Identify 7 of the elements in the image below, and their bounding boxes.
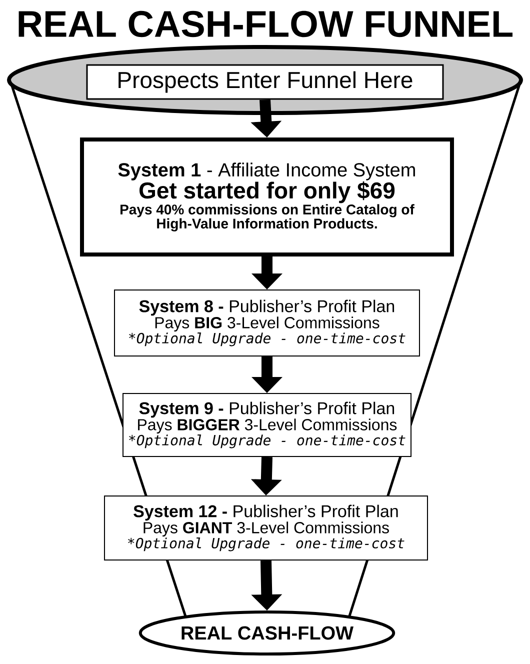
node-label: REAL CASH-FLOW (182, 626, 354, 640)
system-box: System 1 - Affiliate Income System Get started for only $69 Pays 40% commissions on Entire Catalog of High-Value Information Products. (80, 138, 454, 256)
title: REAL CASH-FLOW FUNNEL (18, 10, 512, 38)
system-box: System 9 - Publisher’s Profit Plan Pays BIGGER 3-Level Commissions *Optional Upgrade - one-time-cost (122, 393, 412, 457)
entry-box: Prospects Enter Funnel Here (86, 64, 444, 100)
system-box: System 8 - Publisher’s Profit Plan Pays BIG 3-Level Commissions *Optional Upgrade - one-time-cost (114, 290, 420, 356)
system-box: System 12 - Publisher’s Profit Plan Pays GIANT 3-Level Commissions *Optional Upgrade - one-time-cost (104, 496, 428, 560)
